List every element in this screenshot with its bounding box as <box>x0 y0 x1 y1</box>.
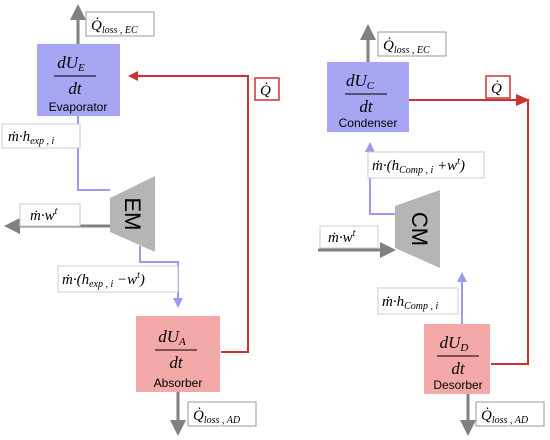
m-h-plus-w-label: ṁ·(hComp , i +wt) <box>372 156 465 176</box>
heat-loss-down-arrowhead-right <box>460 420 476 436</box>
work-output-em: ṁ·wt <box>4 203 110 234</box>
condenser-unit: dUC dt Condenser <box>327 62 409 132</box>
q-loss-ec-label: Q̇loss , EC <box>91 18 138 36</box>
desorber-box <box>424 324 490 394</box>
heat-loss-up-arrowhead <box>70 4 86 20</box>
q-loss-ec-box <box>85 11 155 37</box>
m-h-comp-box <box>377 287 459 315</box>
evaporator-denominator: dt <box>68 79 83 98</box>
evaporator-name: Evaporator <box>49 100 108 114</box>
evaporator-numerator: dUE <box>57 53 85 74</box>
m-w-box-left <box>19 203 81 227</box>
m-h-comp-label: ṁ·hComp , i <box>382 294 438 312</box>
right-cycle: Q̇loss , EC dUC dt Condenser Q̇ ṁ·(hComp… <box>318 24 545 436</box>
desorber-unit: dUD dt Desorber <box>424 324 490 394</box>
expansion-machine <box>110 176 155 252</box>
m-w-box-right <box>319 225 379 249</box>
desorber-name: Desorber <box>433 378 482 392</box>
m-w-label-right: ṁ·wt <box>328 228 356 246</box>
condenser-numerator: dUC <box>346 71 375 92</box>
q-box-left <box>254 77 280 101</box>
heat-flow-arrowhead-right <box>516 94 530 106</box>
desorber-denominator: dt <box>451 359 466 378</box>
work-input-arrowhead <box>380 242 396 258</box>
q-loss-ec-box-right <box>377 31 447 57</box>
q-loss-ec-label-right: Q̇loss , EC <box>383 38 430 56</box>
q-box-right <box>485 75 511 99</box>
evaporator-box <box>37 44 120 116</box>
q-loss-ad-box-right <box>475 401 545 427</box>
q-loss-ad-box <box>187 401 257 427</box>
work-input-cm: ṁ·wt <box>318 225 396 258</box>
condenser-heat-loss: Q̇loss , EC <box>360 24 447 62</box>
heat-loss-up-arrowhead-right <box>360 24 376 40</box>
absorber-denominator: dt <box>169 353 184 372</box>
heat-flow-loop-right <box>409 99 529 365</box>
work-output-arrowhead <box>4 218 20 234</box>
q-loss-ad-label-right: Q̇loss , AD <box>481 408 529 426</box>
m-h-plus-w-box <box>367 151 485 179</box>
m-h-minus-w-box <box>57 265 179 293</box>
left-cycle: Q̇loss , EC dUE dt Evaporator Q̇ ṁ·hexp … <box>1 4 280 436</box>
absorber-heat-loss: Q̇loss , AD <box>170 392 257 436</box>
condenser-box <box>327 62 409 132</box>
q-label-left: Q̇ <box>260 83 271 99</box>
desorber-numerator: dUD <box>440 333 469 354</box>
flow-evaporator-to-em <box>77 116 110 191</box>
m-h-exp-box <box>1 123 81 149</box>
m-h-exp-label: ṁ·hexp , i <box>8 129 54 147</box>
absorber-box <box>136 316 220 392</box>
cm-label: CM <box>407 212 432 246</box>
absorber-unit: dUA dt Absorber <box>136 316 220 392</box>
absorber-numerator: dUA <box>158 327 186 348</box>
q-loss-ad-label: Q̇loss , AD <box>193 408 241 426</box>
compression-machine <box>395 190 440 268</box>
absorber-name: Absorber <box>154 376 203 390</box>
q-label-right: Q̇ <box>491 81 502 97</box>
m-w-label-left: ṁ·wt <box>30 206 58 224</box>
condenser-denominator: dt <box>359 97 374 116</box>
m-h-minus-w-label: ṁ·(hexp , i −wt) <box>62 270 145 290</box>
heat-flow-loop-left <box>128 71 249 353</box>
condenser-name: Condenser <box>339 116 398 130</box>
heat-loss-down-arrowhead <box>170 420 186 436</box>
desorber-heat-loss: Q̇loss , AD <box>460 394 545 436</box>
evaporator-unit: dUE dt Evaporator <box>37 44 120 116</box>
em-label: EM <box>120 198 145 231</box>
evaporator-heat-loss: Q̇loss , EC <box>70 4 155 44</box>
